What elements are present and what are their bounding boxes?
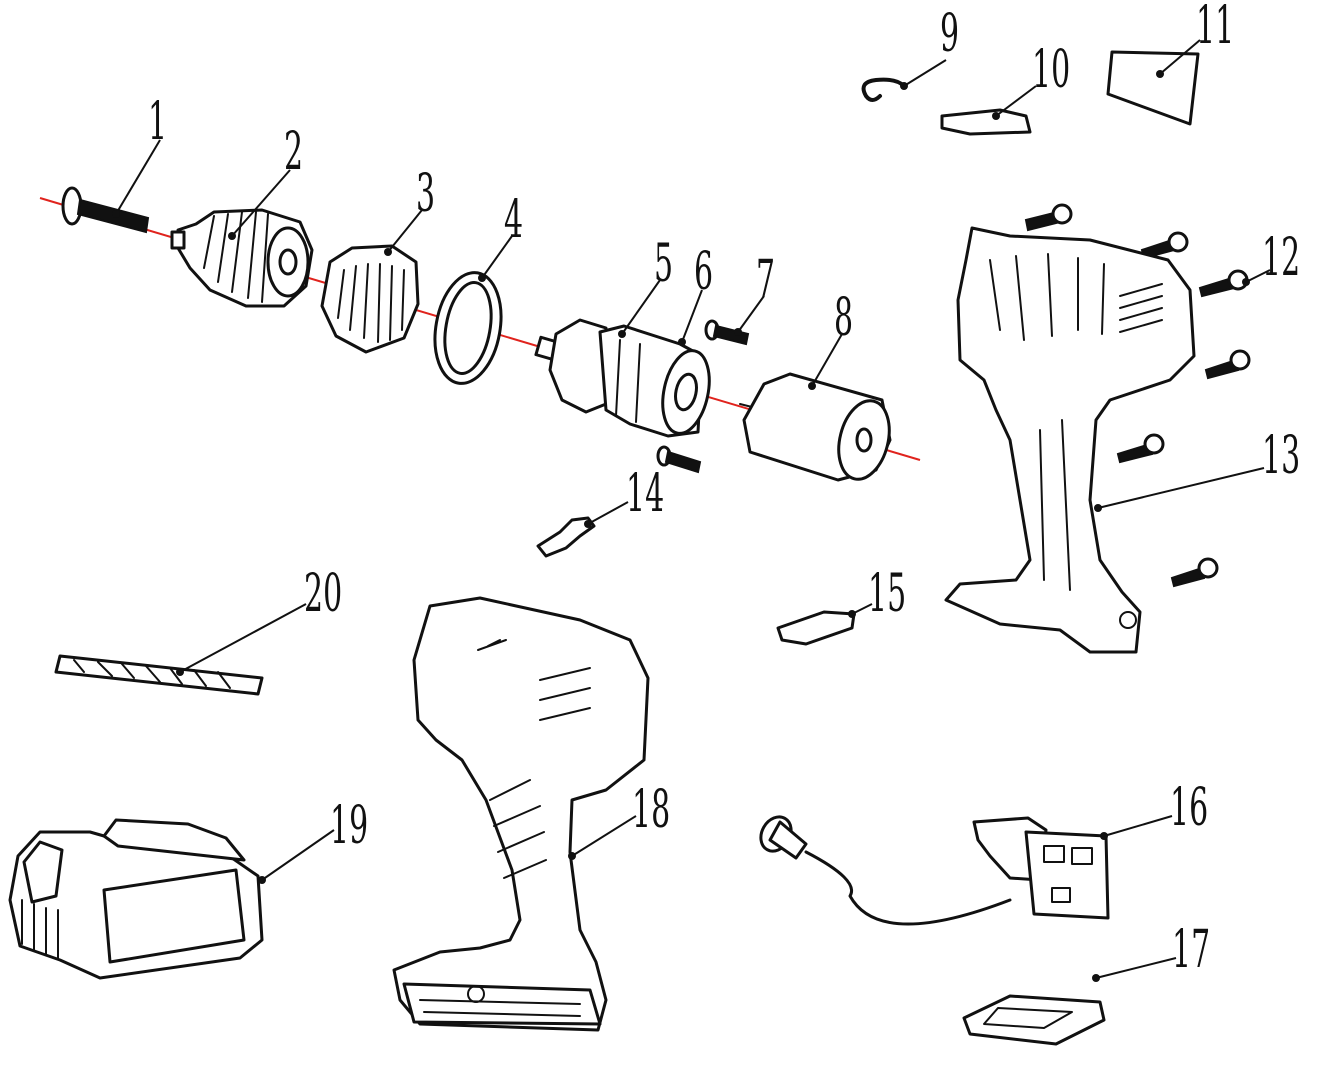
part-chuck-sleeve [320, 244, 420, 354]
part-battery-latch [776, 610, 856, 646]
callout-numbers: 1 2 3 4 5 6 7 8 9 10 11 12 13 14 15 16 1… [148, 0, 1300, 980]
part-direction-switch [940, 108, 1032, 136]
callout-15: 15 [868, 564, 906, 624]
callout-17: 17 [1172, 920, 1210, 980]
callout-16: 16 [1170, 778, 1208, 838]
part-wire-clip [861, 77, 906, 102]
leader-lines [112, 39, 1271, 982]
part-housing-left [944, 226, 1196, 654]
part-gear-plate [661, 349, 711, 435]
part-housing-right [392, 596, 650, 1032]
part-chuck-screw [61, 186, 150, 234]
callout-12: 12 [1262, 228, 1300, 288]
callout-11: 11 [1196, 0, 1234, 56]
part-housing-screws [1024, 203, 1251, 588]
callout-18: 18 [632, 780, 670, 840]
part-keyless-chuck [170, 208, 314, 308]
part-gearbox-screws [656, 319, 750, 474]
part-led-wire [759, 815, 1012, 926]
callout-8: 8 [834, 288, 853, 348]
callout-13: 13 [1262, 426, 1300, 486]
part-terminal [536, 516, 596, 558]
part-label-plate [1106, 50, 1200, 126]
callout-3: 3 [416, 164, 435, 224]
part-switch-bracket [962, 994, 1106, 1046]
callout-5: 5 [654, 234, 673, 294]
callout-6: 6 [694, 242, 713, 302]
callout-4: 4 [504, 190, 523, 250]
part-trigger-switch [972, 816, 1110, 920]
part-battery-pack [8, 818, 264, 980]
callout-2: 2 [284, 122, 303, 182]
callout-7: 7 [756, 250, 775, 310]
part-label-strip [54, 654, 264, 696]
callout-14: 14 [626, 464, 664, 524]
callout-9: 9 [940, 4, 959, 64]
callout-10: 10 [1032, 40, 1070, 100]
callout-1: 1 [148, 92, 167, 152]
callout-19: 19 [330, 796, 368, 856]
part-motor [739, 372, 892, 482]
callout-20: 20 [304, 564, 342, 624]
part-retaining-ring [433, 271, 503, 385]
